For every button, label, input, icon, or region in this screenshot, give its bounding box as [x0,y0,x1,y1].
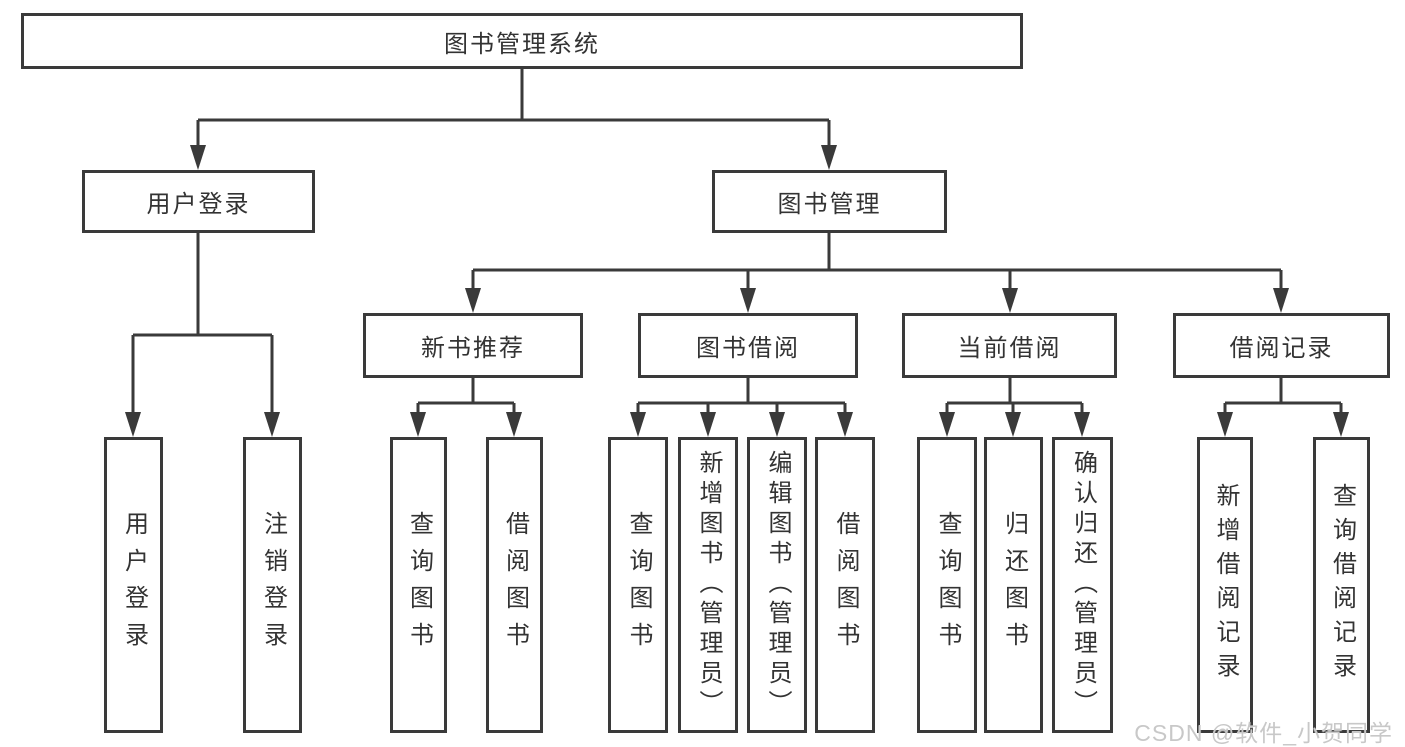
node-label: 注销登录 [259,511,287,659]
node-current-borrow: 当前借阅 [902,313,1117,378]
arrowhead [465,288,481,313]
arrowhead [125,412,141,437]
node-label: 新增图书（管理员） [695,450,722,720]
leaf-query-books-recommend: 查询图书 [390,437,447,733]
arrowhead [1273,288,1289,313]
connector-record-to-leaves [1223,378,1343,414]
leaf-query-books-borrow: 查询图书 [608,437,668,733]
connector-userlogin-to-leaves [131,233,274,414]
csdn-watermark: CSDN @软件_小贺同学 [1134,720,1393,746]
leaf-add-books-admin: 新增图书（管理员） [678,437,738,733]
arrowhead [769,412,785,437]
node-label: 编辑图书（管理员） [764,450,791,720]
connector-paths [131,69,1343,414]
arrowhead [190,145,206,170]
arrowhead [1333,412,1349,437]
leaf-borrow-books: 借阅图书 [815,437,875,733]
node-label: 查询图书 [625,511,652,659]
arrowhead [264,412,280,437]
leaf-borrow-books-recommend: 借阅图书 [486,437,543,733]
connector-borrow-to-leaves [636,378,847,414]
node-borrow-record: 借阅记录 [1173,313,1390,378]
node-library-management-system: 图书管理系统 [21,13,1023,69]
leaf-confirm-return-admin: 确认归还（管理员） [1052,437,1113,733]
node-label: 用户登录 [120,511,148,659]
arrowhead [1002,288,1018,313]
node-label: 新书推荐 [421,335,525,362]
leaf-query-borrow-record: 查询借阅记录 [1313,437,1370,733]
arrowheads [125,145,1349,437]
arrowhead [1005,412,1021,437]
node-label: 借阅图书 [501,511,529,659]
node-label: 图书管理系统 [444,30,600,58]
node-label: 图书管理 [777,191,882,218]
arrowhead [700,412,716,437]
node-label: 用户登录 [146,191,251,218]
node-label: 当前借阅 [957,335,1062,362]
arrowhead [821,145,837,170]
node-label: 确认归还（管理员） [1069,450,1097,720]
arrowhead [630,412,646,437]
node-book-borrow: 图书借阅 [638,313,858,378]
node-new-book-recommend: 新书推荐 [363,313,583,378]
connector-current-to-leaves [945,378,1084,414]
leaf-logout: 注销登录 [243,437,302,733]
node-label: 归还图书 [1000,511,1028,659]
arrowhead [1217,412,1233,437]
leaf-user-login: 用户登录 [104,437,163,733]
arrowhead [1074,412,1090,437]
node-user-login: 用户登录 [82,170,315,233]
node-label: 查询图书 [405,511,433,659]
leaf-add-borrow-record: 新增借阅记录 [1197,437,1253,733]
arrowhead [740,288,756,313]
node-book-management: 图书管理 [712,170,947,233]
arrowhead [410,412,426,437]
connector-root-to-level2 [196,69,831,147]
node-label: 查询借阅记录 [1328,483,1356,687]
node-label: 新增借阅记录 [1212,483,1239,687]
node-label: 查询图书 [934,511,961,659]
connector-bookmgmt-to-level3 [471,233,1283,290]
leaf-query-books-current: 查询图书 [917,437,977,733]
leaf-edit-books-admin: 编辑图书（管理员） [747,437,807,733]
node-label: 借阅图书 [832,511,859,659]
arrowhead [837,412,853,437]
connector-newbook-to-leaves [416,378,516,414]
node-label: 借阅记录 [1229,335,1334,362]
leaf-return-books: 归还图书 [984,437,1043,733]
node-label: 图书借阅 [696,335,800,362]
arrowhead [939,412,955,437]
arrowhead [506,412,522,437]
